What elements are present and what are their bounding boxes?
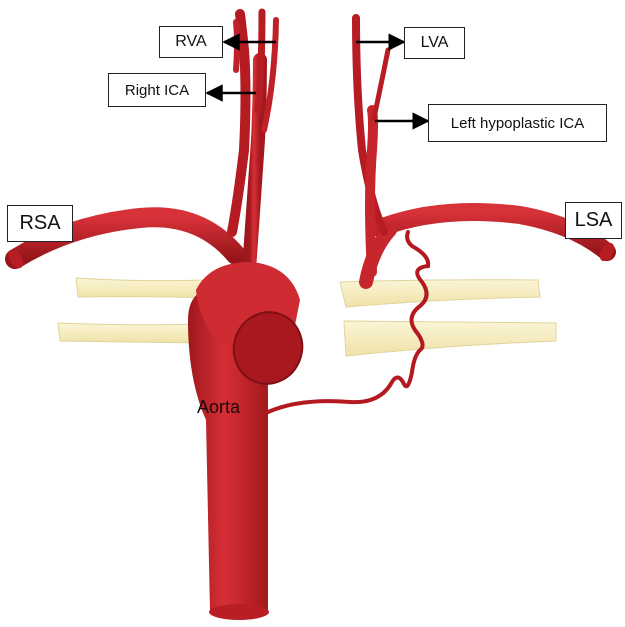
right-lower-bone: [58, 323, 202, 343]
left-lower-bone: [344, 321, 556, 356]
aorta-bottom: [209, 604, 269, 620]
right-ica-branch: [258, 12, 262, 110]
rsa-label: RSA: [7, 205, 73, 242]
right-upper-bone: [76, 278, 208, 298]
left-ica-lower: [370, 110, 373, 272]
right-ica-label: Right ICA: [108, 73, 206, 107]
rva-label: RVA: [159, 26, 223, 58]
left-hypoplastic-ica: [374, 50, 388, 118]
aorta-label: Aorta: [197, 397, 240, 418]
lva-label: LVA: [404, 27, 465, 59]
bones: [58, 278, 556, 356]
lsa-label: LSA: [565, 202, 622, 239]
left-hypoplastic-ica-label: Left hypoplastic ICA: [428, 104, 607, 142]
right-vessel-top: [236, 22, 237, 70]
